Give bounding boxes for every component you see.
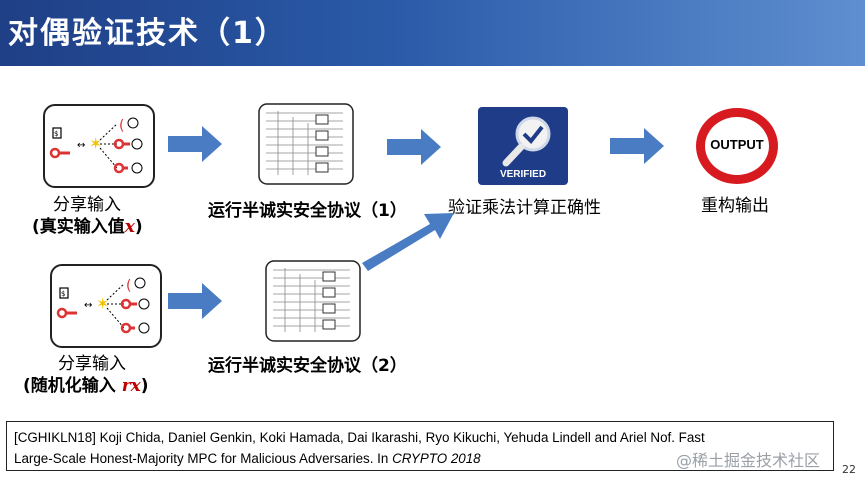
svg-text:(: ( [126,278,131,294]
share-input-sub-text-2: (随机化输入 [23,376,122,396]
output-sign: OUTPUT [694,106,780,186]
citation-line-2: Large-Scale Honest-Majority MPC for Mali… [14,448,826,469]
input-share-card-2: $ ↔ ✶ ( [50,264,162,348]
share-input-close-1: ) [134,217,143,237]
svg-text:✶: ✶ [96,294,109,313]
share-diagram-icon: $ ↔ ✶ ( [49,117,143,174]
svg-text:(: ( [119,118,124,134]
arrow-protocol2-to-verify [362,213,454,271]
input-share-card-1: $ ↔ ✶ ( [43,104,155,188]
protocol-label-2: 运行半诚实安全协议（2） [208,356,407,376]
svg-text:↔: ↔ [84,300,92,311]
output-sign-text: OUTPUT [710,137,764,152]
var-x: x [124,217,135,237]
citation-line-1: [CGHIKLN18] Koji Chida, Daniel Genkin, K… [14,430,705,445]
svg-text:✶: ✶ [89,134,102,153]
arrow-share-to-protocol-1 [168,126,222,162]
title-bar: 对偶验证技术（1） [0,0,865,66]
citation-line-2-text: Large-Scale Honest-Majority MPC for Mali… [14,451,393,466]
verify-label: 验证乘法计算正确性 [448,198,601,218]
svg-text:$: $ [54,130,58,138]
stop-sign-icon [696,108,778,184]
arrow-share-to-protocol-2 [168,283,222,319]
svg-text:$: $ [61,290,65,298]
share-diagram-icon-2: $ ↔ ✶ ( [56,277,150,334]
share-input-sub-2: (随机化输入 rx) [23,371,149,396]
share-input-sub-text-1: (真实输入值 [32,217,125,237]
svg-text:↔: ↔ [77,140,85,151]
share-input-close-2: ) [140,376,149,396]
citation-box: [CGHIKLN18] Koji Chida, Daniel Genkin, K… [6,421,834,471]
citation-venue: CRYPTO 2018 [392,451,481,466]
watermark: @稀土掘金技术社区 [676,451,821,470]
page-number: 22 [842,463,856,476]
share-input-label-1: 分享输入 [53,195,121,215]
protocol-label-1: 运行半诚实安全协议（1） [208,201,407,221]
slide-title: 对偶验证技术（1） [8,16,287,51]
arrow-protocol-to-verify [387,129,441,165]
verified-badge: VERIFIED [478,107,568,185]
share-input-sub-1: (真实输入值x) [32,212,143,237]
arrow-verify-to-output [610,128,664,164]
magnifier-check-icon [502,116,551,167]
output-label: 重构输出 [701,196,769,216]
var-rx: rx [121,376,141,396]
circuit-diagram-2 [265,260,361,342]
verified-badge-text: VERIFIED [499,169,547,180]
share-input-label-2: 分享输入 [58,354,126,374]
circuit-diagram-1 [258,103,354,185]
